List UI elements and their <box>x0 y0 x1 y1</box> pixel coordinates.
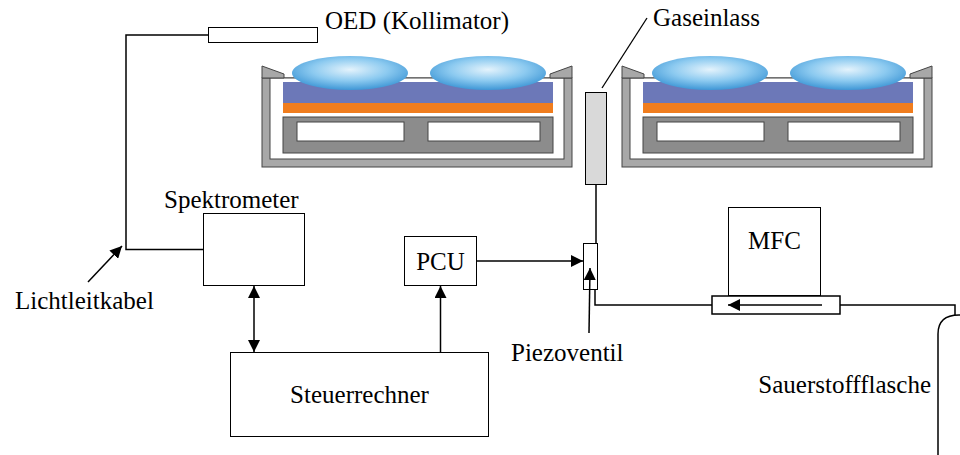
spectrometer-box: Spektrometer <box>203 213 305 286</box>
piezo-valve: Piezoventil <box>583 243 598 290</box>
coating-chamber <box>262 56 572 167</box>
leader-arrow <box>589 268 590 333</box>
connector <box>595 290 712 305</box>
mfc-pipe <box>712 296 840 314</box>
node-label: Gaseinlass <box>653 5 760 30</box>
pcu-box: PCU <box>404 236 477 286</box>
control-computer: Steuerrechner <box>230 352 489 437</box>
connector <box>440 286 442 352</box>
gas-inlet: Gaseinlass <box>585 92 607 185</box>
connector <box>840 305 955 315</box>
node-label: OED (Kollimator) <box>325 8 509 33</box>
node-label: Spektrometer <box>164 187 299 212</box>
node-label: PCU <box>416 249 465 274</box>
connector <box>595 185 597 243</box>
node-label: MFC <box>748 228 801 253</box>
mfc-box: MFC <box>728 207 821 296</box>
node-label: Piezoventil <box>511 340 623 365</box>
leader-arrow <box>88 246 122 282</box>
bottle-outline <box>937 312 960 455</box>
node-label: Sauerstoffflasche <box>758 372 931 397</box>
connector <box>126 35 208 250</box>
leader-line <box>602 18 647 88</box>
coating-chamber <box>622 56 932 167</box>
collimator: OED (Kollimator) <box>208 27 318 43</box>
cable-label: Lichtleitkabel <box>15 288 154 313</box>
node-label: Steuerrechner <box>290 382 429 407</box>
connector <box>253 286 255 352</box>
connector <box>477 260 583 262</box>
oxygen-bottle: Sauerstoffflasche <box>937 312 960 455</box>
